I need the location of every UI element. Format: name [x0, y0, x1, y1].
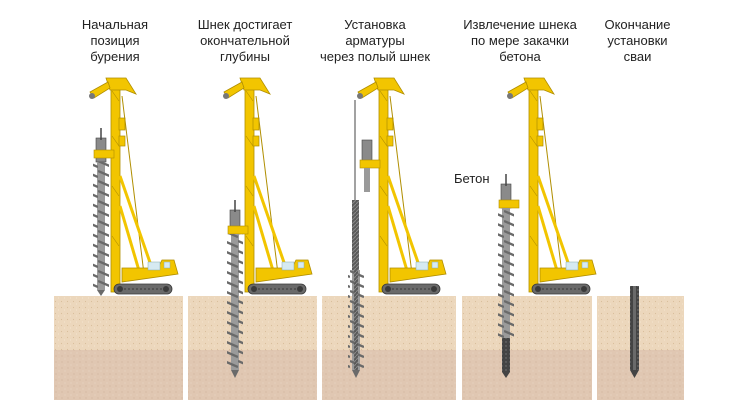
stage-5-pile — [630, 286, 639, 378]
stage-4-caption-line: по мере закачки — [471, 33, 569, 48]
stage-3-caption-line: через полый шнек — [319, 49, 431, 64]
stage-2-caption: Шнек достигает окончательной глубины — [180, 17, 310, 65]
stage-4-caption-line: бетона — [499, 49, 541, 64]
stage-5-caption-line: сваи — [623, 49, 652, 64]
stage-5-caption-line: Окончание — [604, 17, 671, 32]
stage-3-caption-line: Установка — [344, 17, 406, 32]
stage-1-caption: Начальная позиция бурения — [60, 17, 170, 65]
ground-panel-5 — [597, 296, 684, 400]
stage-2-caption-line: Шнек достигает — [197, 17, 293, 32]
stage-3-rig — [348, 76, 448, 378]
stage-1-caption-line: Начальная — [81, 17, 149, 32]
ground-panel-2 — [188, 296, 317, 400]
stage-2-caption-line: окончательной — [200, 33, 290, 48]
stage-2-rig — [221, 76, 314, 378]
stage-1-caption-line: позиция — [90, 33, 140, 48]
concrete-label: Бетон — [454, 171, 490, 186]
ground-panel-1 — [54, 296, 183, 400]
stage-4-rig — [498, 76, 598, 378]
stage-5-caption-line: установки — [607, 33, 668, 48]
stage-4-caption: Извлечение шнека по мере закачки бетона — [445, 17, 595, 65]
ground-panel-3 — [322, 296, 456, 400]
stage-5-caption: Окончание установки сваи — [595, 17, 680, 65]
stage-3-caption-line: арматуры — [345, 33, 405, 48]
stage-2-caption-line: глубины — [220, 49, 270, 64]
stage-1-caption-line: бурения — [90, 49, 140, 64]
ground-panel-4 — [462, 296, 592, 400]
stage-1-rig — [87, 76, 180, 296]
stage-4-caption-line: Извлечение шнека — [463, 17, 577, 32]
stage-3-caption: Установка арматуры через полый шнек — [310, 17, 440, 65]
